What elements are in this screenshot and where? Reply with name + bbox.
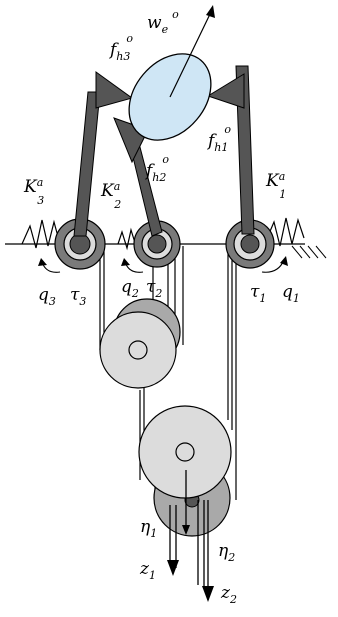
label-tau2: τ2 [146, 277, 162, 300]
label-f-h2: fh2o [144, 153, 169, 184]
label-f-h1: fh1o [206, 123, 231, 154]
finger-3 [73, 71, 134, 237]
lower-pulley-block [138, 405, 232, 537]
joint-1 [225, 219, 275, 269]
wrench-arrowhead [206, 5, 215, 18]
label-q3: q3 [38, 285, 56, 308]
label-eta2: η2 [218, 541, 235, 564]
rotation-arrowhead-3 [38, 258, 47, 266]
label-eta1: η1 [140, 517, 157, 540]
finger-1 [206, 65, 255, 235]
label-z1: z1 [139, 559, 156, 582]
wrench-vector [169, 11, 212, 98]
arrow-eta1 [182, 525, 190, 535]
arrow-z2 [202, 586, 214, 602]
joint-3 [54, 218, 106, 270]
label-f-h3: fh3o [108, 32, 133, 63]
rotation-arrowhead-2 [121, 258, 130, 266]
arrow-z1 [167, 560, 179, 576]
spring-k1 [267, 217, 305, 247]
rotation-arrowhead-1 [280, 256, 288, 266]
upper-pulley-block [99, 298, 181, 389]
label-tau1: τ1 [250, 282, 266, 305]
label-z2: z2 [220, 583, 237, 606]
joint-2 [133, 220, 181, 268]
output-cables [169, 470, 209, 600]
label-q2: q2 [121, 277, 139, 300]
label-w-e: weo [147, 8, 179, 36]
label-q1: q1 [282, 282, 300, 305]
label-tau3: τ3 [70, 285, 86, 308]
